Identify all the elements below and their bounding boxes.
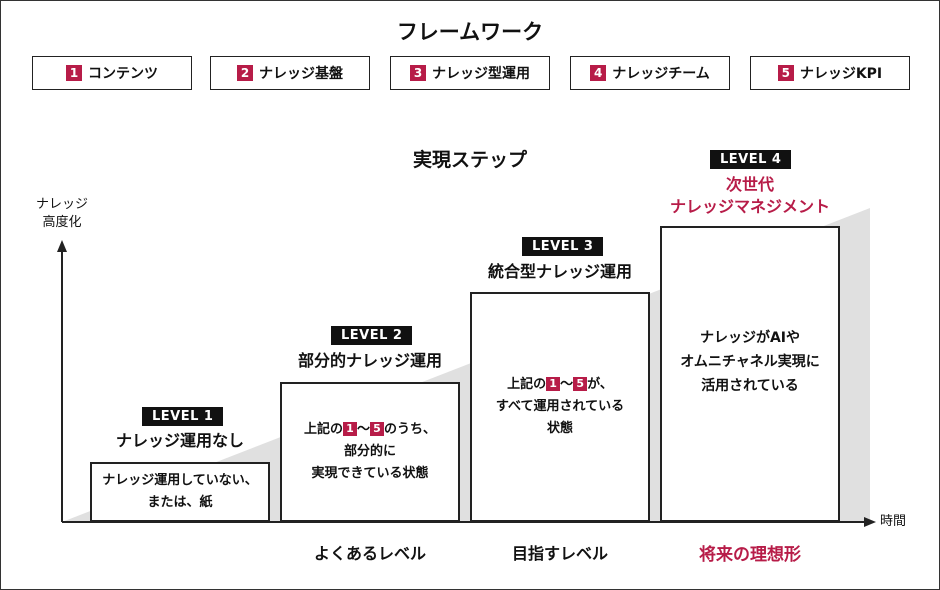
y-axis-arrow-icon: [57, 240, 67, 252]
x-axis-label: 時間: [880, 514, 907, 529]
level-2-tilde: 〜: [356, 422, 370, 437]
framework-number-3: 3: [410, 65, 426, 81]
level-2-name: 部分的ナレッジ運用: [297, 351, 442, 370]
level-2-desc-line-2: 部分的に: [343, 444, 396, 459]
level-4-desc-line-1: ナレッジがAIや: [699, 330, 801, 346]
step-title: 実現ステップ: [412, 149, 527, 171]
level-4-desc-line-2: オムニチャネル実現に: [680, 354, 820, 370]
framework-item-2: 2 ナレッジ基盤: [210, 56, 370, 90]
level-4-bottom-label: 将来の理想形: [699, 545, 801, 565]
level-3-desc-line-2: すべて運用されている: [495, 399, 625, 414]
x-axis-arrow-icon: [864, 517, 876, 527]
framework-number-5: 5: [777, 65, 794, 81]
level-1-desc-line-2: または、紙: [147, 495, 213, 510]
framework-label-3: ナレッジ型運用: [432, 66, 530, 82]
framework-number-1: 1: [66, 65, 82, 81]
framework-label-1: コンテンツ: [88, 66, 158, 82]
level-4-badge: LEVEL 4: [710, 150, 792, 169]
framework-label-2: ナレッジ基盤: [259, 66, 343, 82]
framework-number-4: 4: [590, 65, 607, 81]
level-3-desc-suffix: が、: [587, 377, 613, 392]
level-4-name: 次世代 ナレッジマネジメント: [630, 174, 870, 218]
level-3-number-start: 1: [546, 377, 561, 391]
level-2-desc-line-3: 実現できている状態: [311, 466, 429, 481]
level-2-number-end: 5: [370, 422, 384, 436]
level-3-bottom-label: 目指すレベル: [511, 544, 608, 563]
framework-number-2: 2: [237, 65, 253, 81]
level-4-box: ナレッジがAIや オムニチャネル実現に 活用されている: [660, 226, 840, 522]
framework-item-3: 3 ナレッジ型運用: [390, 56, 550, 90]
level-4-desc-line-3: 活用されている: [701, 378, 799, 394]
level-2-badge: LEVEL 2: [331, 326, 413, 345]
level-3-desc-prefix: 上記の: [507, 377, 547, 392]
level-1-box: ナレッジ運用していない、 または、紙: [90, 462, 270, 522]
level-3-tilde: 〜: [560, 377, 574, 392]
level-3-badge: LEVEL 3: [522, 237, 604, 256]
level-1-desc-line-1: ナレッジ運用していない、: [102, 473, 258, 488]
level-4-name-line-2: ナレッジマネジメント: [669, 197, 830, 216]
level-3-number-end: 5: [573, 377, 588, 391]
level-3-desc-line-3: 状態: [546, 421, 573, 436]
framework-item-4: 4 ナレッジチーム: [570, 56, 730, 90]
level-2-desc-prefix: 上記の: [303, 422, 343, 437]
level-3-name: 統合型ナレッジ運用: [487, 262, 632, 281]
level-1-badge: LEVEL 1: [142, 407, 224, 426]
framework-label-4: ナレッジチーム: [612, 66, 710, 82]
framework-title: フレームワーク: [396, 20, 544, 44]
level-2-bottom-label: よくあるレベル: [313, 544, 426, 563]
y-axis-label-line-2: 高度化: [42, 215, 82, 230]
level-2-number-start: 1: [342, 422, 357, 436]
level-2-desc-suffix: のうち、: [384, 422, 437, 437]
level-1-name: ナレッジ運用なし: [115, 431, 244, 450]
level-4-name-line-1: 次世代: [725, 175, 774, 194]
y-axis-label: ナレッジ 高度化: [26, 196, 98, 232]
framework-item-5: 5 ナレッジKPI: [750, 56, 910, 90]
y-axis-label-line-1: ナレッジ: [35, 197, 88, 212]
framework-label-5: ナレッジKPI: [799, 66, 883, 82]
framework-item-1: 1 コンテンツ: [32, 56, 192, 90]
